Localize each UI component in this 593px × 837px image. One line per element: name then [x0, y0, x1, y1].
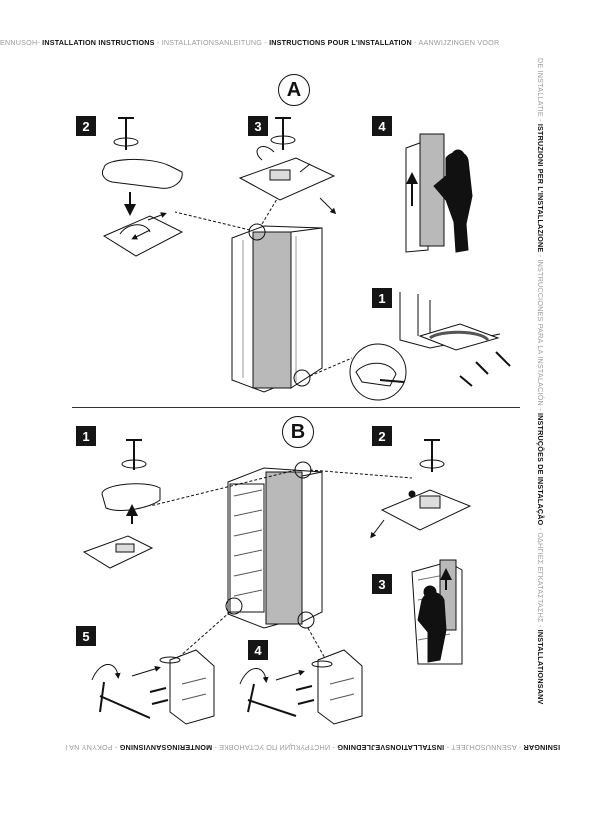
header-segment: - [262, 38, 270, 47]
hinge-detail-illustration-b2 [370, 439, 472, 539]
hinge-cover-illustration-a2 [101, 117, 184, 257]
header-segment: INSTALLATION INSTRUCTIONS [42, 38, 155, 47]
step-b-2-badge: 2 [372, 426, 392, 446]
hinge-cover-illustration-b1 [82, 439, 161, 569]
top-hinge-callout-a [248, 223, 266, 241]
header-segment: INSTALLATIONSANLEITUNG [161, 38, 263, 47]
hinge-detail-illustration-a3 [238, 117, 337, 215]
bottom-left-hinge-callout-b [225, 597, 243, 615]
step-a-4-badge: 4 [372, 116, 392, 136]
section-a-label: A [278, 74, 310, 106]
header-prefix: ENNUSOH- [0, 38, 40, 47]
header-segment: INSTRUCTIONS POUR L'INSTALLATION [269, 38, 412, 47]
step-a-2-badge: 2 [76, 116, 96, 136]
person-lifting-door-b3 [411, 559, 463, 665]
header-segment: - [411, 38, 419, 47]
leveling-feet-illustration-a1 [349, 292, 511, 401]
step-b-3-badge: 3 [372, 574, 392, 594]
header-segment: - [154, 38, 162, 47]
fridge-a-illustration [231, 225, 323, 393]
bottom-hinge-callout-a [293, 369, 311, 387]
step-a-3-badge: 3 [248, 116, 268, 136]
hinge-bottom-illustration-b4 [239, 649, 363, 725]
hinge-bottom-illustration-b5 [91, 649, 215, 725]
bottom-right-hinge-callout-b [297, 611, 315, 629]
step-b-4-badge: 4 [248, 640, 268, 660]
step-b-5-badge: 5 [76, 626, 96, 646]
header-segment: AANWIJZINGEN VOOR [418, 38, 500, 47]
step-a-1-badge: 1 [372, 288, 392, 308]
language-header: ENNUSOH- INSTALLATION INSTRUCTIONS - INS… [0, 38, 560, 47]
step-b-1-badge: 1 [76, 426, 96, 446]
section-b-label: B [282, 416, 314, 448]
person-lifting-door-a4 [405, 133, 473, 253]
section-divider [72, 407, 520, 408]
fridge-b-illustration [227, 467, 323, 629]
